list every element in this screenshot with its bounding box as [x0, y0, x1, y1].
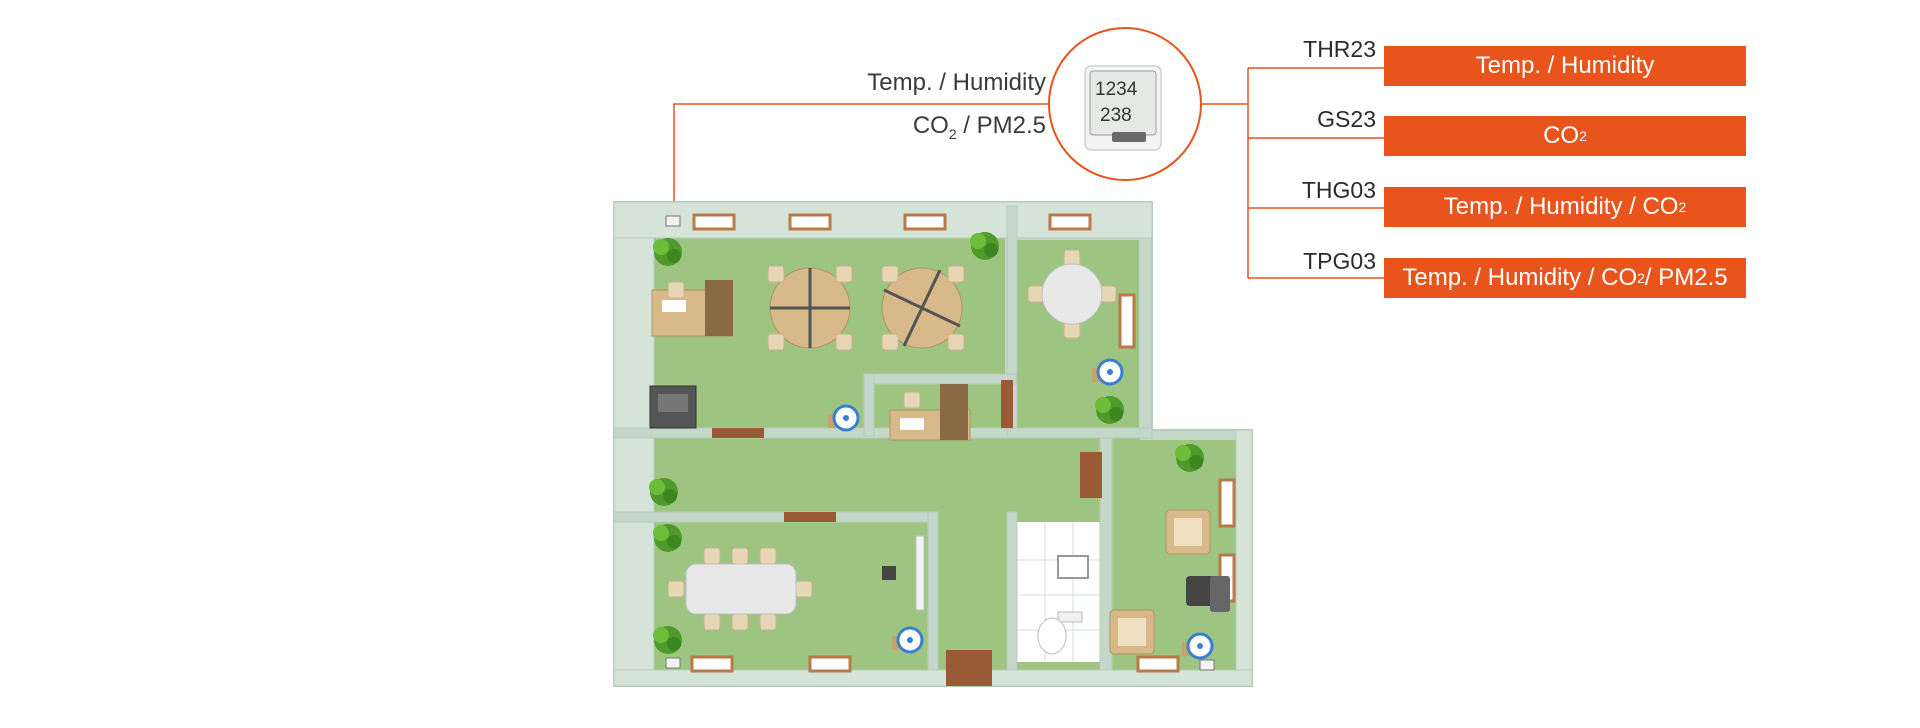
product-model-gs23: GS23	[1317, 106, 1376, 132]
sensor-measure-line1: Temp. / Humidity	[867, 69, 1046, 96]
workstation-cluster-icon	[767, 265, 853, 351]
product-feature-text: / PM2.5	[1644, 264, 1728, 291]
product-bar-thr23: Temp. / Humidity	[1384, 46, 1746, 86]
sofa-icon	[1109, 509, 1211, 655]
copier-icon	[649, 385, 697, 429]
conference-table-icon	[667, 547, 813, 631]
door-icon	[712, 428, 764, 438]
product-model-tpg03: TPG03	[1303, 248, 1376, 274]
leader-line-sensor	[673, 103, 1048, 212]
sensor-measure-line2: CO2 / PM2.5	[912, 112, 1046, 142]
product-feature-text: Temp. / Humidity / CO	[1402, 264, 1638, 291]
product-feature-text: Temp. / Humidity / CO	[1443, 193, 1679, 220]
product-model-thr23: THR23	[1303, 36, 1376, 62]
product-feature-text: CO	[1543, 122, 1580, 149]
lcd-bottom-readout: 238	[1100, 105, 1132, 126]
desk-icon	[651, 280, 733, 337]
product-feature-text: Temp. / Humidity	[1475, 52, 1655, 79]
round-table-icon	[1027, 249, 1117, 339]
lcd-top-readout: 1234	[1095, 79, 1138, 100]
sink-icon	[1057, 555, 1089, 579]
product-model-thg03: THG03	[1301, 177, 1376, 203]
thermo-hygrometer-icon: 1234 238	[1084, 65, 1162, 151]
toilet-icon	[1037, 611, 1083, 655]
